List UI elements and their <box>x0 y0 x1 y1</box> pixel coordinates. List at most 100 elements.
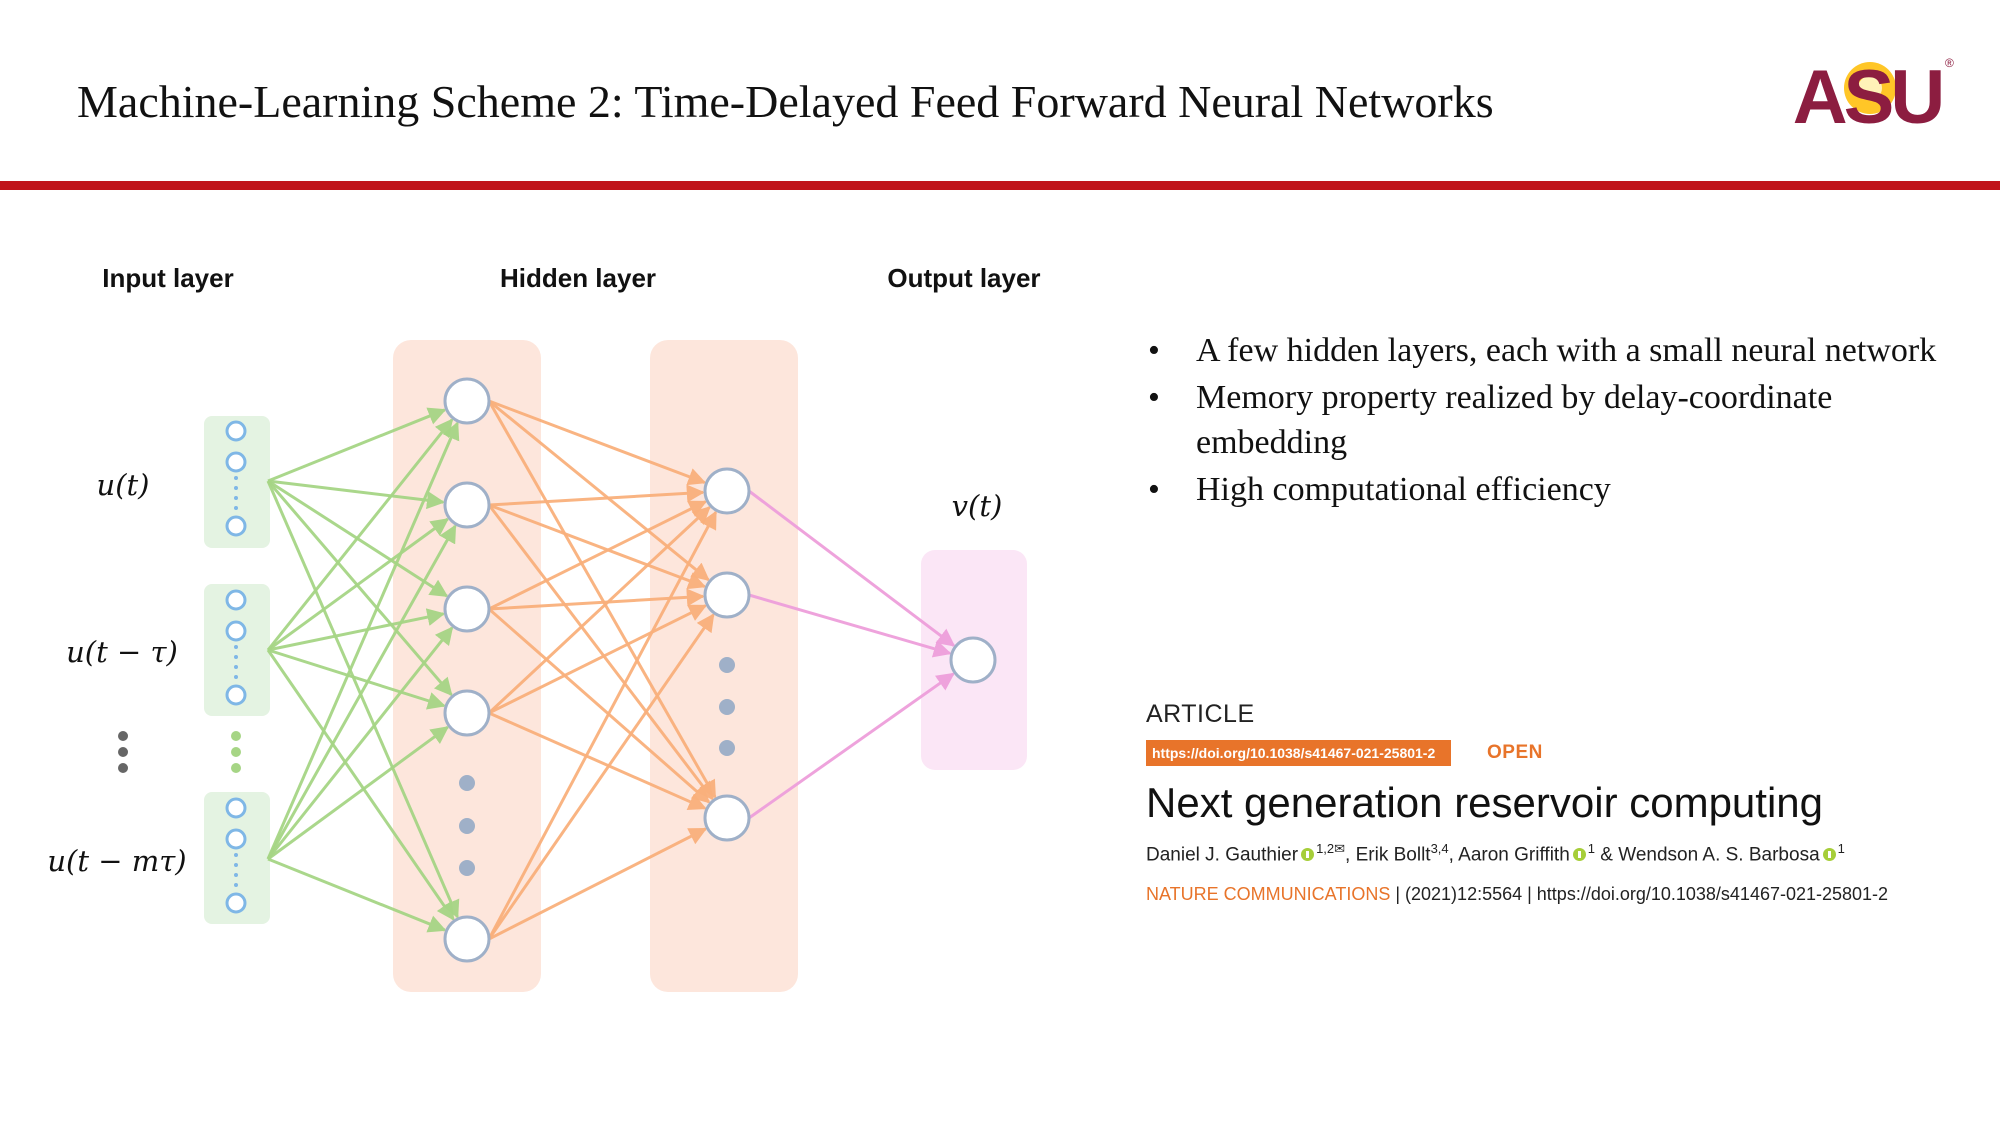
author-affiliation: 3,4 <box>1430 841 1449 856</box>
ellipsis-dot <box>234 645 238 649</box>
doi-badge[interactable]: https://doi.org/10.1038/s41467-021-25801… <box>1146 740 1451 766</box>
connection-line <box>267 517 450 652</box>
connection-line <box>488 607 711 804</box>
ellipsis-dot <box>234 883 238 887</box>
ellipsis-dot <box>231 763 241 773</box>
ellipsis-dot <box>234 496 238 500</box>
hidden-neuron <box>703 571 751 619</box>
asu-logo: ASU ® <box>1793 55 1954 130</box>
key-points-list: A few hidden layers, each with a small n… <box>1148 328 1948 514</box>
input-layer-header: Input layer <box>102 263 233 293</box>
output-neuron <box>949 636 997 684</box>
author-separator: & <box>1600 844 1613 866</box>
ellipsis-dot <box>231 731 241 741</box>
hidden-neuron <box>703 794 751 842</box>
diagram-labels: Input layer Hidden layer Output layer u(… <box>47 263 1040 878</box>
ellipsis-dot <box>234 873 238 877</box>
journal-citation: | (2021)12:5564 | https://doi.org/10.103… <box>1395 884 1889 905</box>
ellipsis-dot <box>118 763 128 773</box>
connections <box>266 399 956 941</box>
connection-line <box>266 480 453 697</box>
connection-line <box>266 418 454 651</box>
output-layer-header: Output layer <box>887 263 1040 293</box>
neurons <box>118 377 997 963</box>
bullet-item: High computational efficiency <box>1148 467 1948 512</box>
connection-line <box>267 608 446 652</box>
connection-line <box>487 510 718 940</box>
connection-line <box>266 480 460 919</box>
hidden-neuron <box>443 481 491 529</box>
ellipsis-dot <box>234 863 238 867</box>
connection-line <box>267 648 446 710</box>
author-name: Aaron Griffith <box>1458 844 1570 866</box>
journal-name: NATURE COMMUNICATIONS <box>1146 884 1391 905</box>
article-type: ARTICLE <box>1146 700 1255 728</box>
connection-line <box>488 484 705 507</box>
connection-line <box>488 500 708 611</box>
author-affiliation: 1,2✉ <box>1316 841 1346 856</box>
connection-line <box>488 503 707 590</box>
connection-line <box>487 613 715 940</box>
input-neuron <box>225 515 247 537</box>
connection-line <box>748 593 952 658</box>
ellipsis-dot <box>719 657 735 673</box>
author-name: Wendson A. S. Barbosa <box>1618 844 1820 866</box>
journal-line: NATURE COMMUNICATIONS | (2021)12:5564 | … <box>1146 884 1986 905</box>
ellipsis-dot <box>459 775 475 791</box>
registered-mark: ® <box>1945 56 1954 70</box>
input-neuron <box>225 589 247 611</box>
connection-line <box>488 399 707 486</box>
input-label-u-t-tau: u(t − τ) <box>66 635 178 669</box>
connection-line <box>267 725 450 861</box>
layer-backgrounds <box>204 340 1027 992</box>
hidden-neuron <box>443 689 491 737</box>
connection-line <box>266 524 457 860</box>
input-label-u-t-m-tau: u(t − mτ) <box>47 844 186 878</box>
connection-line <box>266 626 454 860</box>
author-affiliation: 1 <box>1837 841 1845 856</box>
author-separator: , <box>1345 844 1351 866</box>
sunburst-icon <box>1844 62 1896 114</box>
ellipsis-dot <box>234 853 238 857</box>
ellipsis-dot <box>719 699 735 715</box>
connection-line <box>488 827 708 941</box>
input-group-bg <box>204 584 270 716</box>
ellipsis-dot <box>234 476 238 480</box>
connection-line <box>267 857 447 933</box>
hidden-neuron <box>443 915 491 963</box>
ellipsis-dot <box>234 675 238 679</box>
input-group-bg <box>204 416 270 548</box>
slide-title: Machine-Learning Scheme 2: Time-Delayed … <box>77 76 1494 127</box>
asu-logo-text: ASU <box>1793 55 1942 130</box>
connection-line <box>488 399 710 581</box>
connection-line <box>266 421 460 860</box>
ellipsis-dot <box>231 747 241 757</box>
bullet-item: Memory property realized by delay-coordi… <box>1148 375 1948 465</box>
neural-network-diagram: Input layer Hidden layer Output layer u(… <box>47 263 1041 992</box>
connection-line <box>267 479 445 510</box>
hidden-neuron <box>703 467 751 515</box>
connection-line <box>267 407 447 483</box>
orcid-icon[interactable] <box>1301 848 1315 862</box>
connection-line <box>487 504 714 801</box>
connection-line <box>748 489 956 647</box>
input-neuron <box>225 892 247 914</box>
doi-row: https://doi.org/10.1038/s41467-021-25801… <box>1146 739 1986 767</box>
author-affiliation: 1 <box>1587 841 1595 856</box>
connection-line <box>488 604 708 715</box>
ellipsis-dot <box>234 486 238 490</box>
header-divider <box>0 181 2000 190</box>
hidden-layer-header: Hidden layer <box>500 263 656 293</box>
orcid-icon[interactable] <box>1572 848 1586 862</box>
output-label-v-t: v(t) <box>952 489 1003 523</box>
ellipsis-dot <box>234 655 238 659</box>
ellipsis-dot <box>234 506 238 510</box>
input-label-u-t: u(t) <box>97 468 150 502</box>
ellipsis-dot <box>459 818 475 834</box>
input-neuron <box>225 620 247 642</box>
ellipsis-dot <box>118 747 128 757</box>
orcid-icon[interactable] <box>1822 848 1836 862</box>
input-neuron <box>225 420 247 442</box>
article-citation: ARTICLE https://doi.org/10.1038/s41467-0… <box>1146 700 1986 905</box>
input-group-bg <box>204 792 270 924</box>
